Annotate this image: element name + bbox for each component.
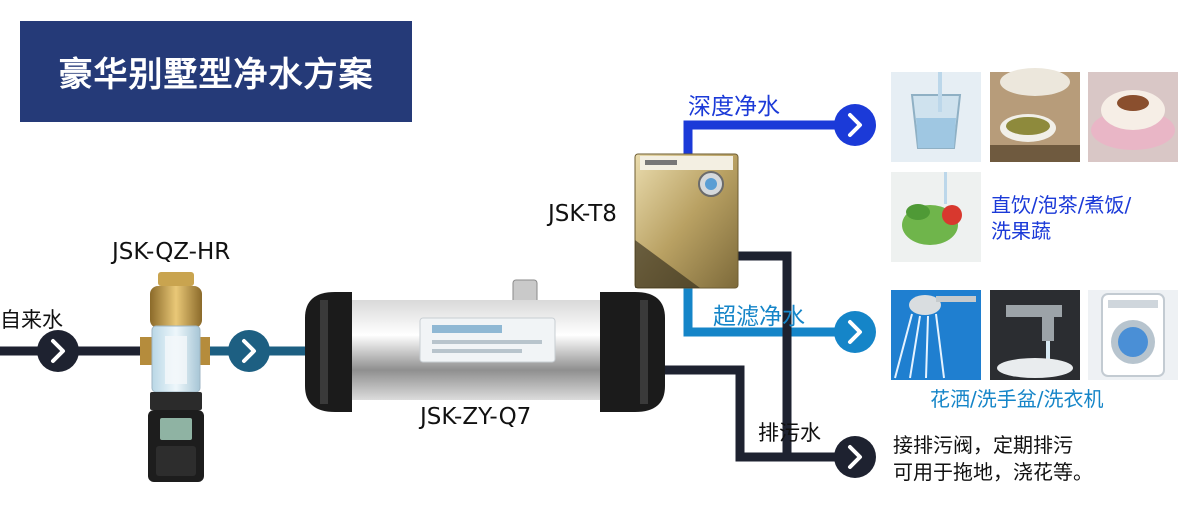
drain-arrow-icon <box>834 436 876 478</box>
ultrafiltration-arrow-icon <box>834 311 876 353</box>
central-model-label: JSK-ZY-Q7 <box>420 404 532 430</box>
ultrafiltration-label: 超滤净水 <box>713 304 805 330</box>
t8-purifier-device <box>634 153 739 289</box>
flow-arrow-icon <box>228 330 270 372</box>
deep-water-arrow-icon <box>834 104 876 146</box>
ultrafiltration-uses: 花洒/洗手盆/洗衣机 <box>930 387 1104 411</box>
photo-rice-bowl <box>1088 72 1178 162</box>
photo-water-glass <box>891 72 981 162</box>
photo-washing-machine <box>1088 290 1178 380</box>
photo-shower-head <box>891 290 981 380</box>
prefilter-model-label: JSK-QZ-HR <box>112 239 231 265</box>
purifier-drain-pipe <box>737 251 792 457</box>
photo-faucet-basin <box>990 290 1080 380</box>
prefilter-device <box>140 272 210 482</box>
deep-water-label: 深度净水 <box>688 94 780 120</box>
deep-water-uses-line1: 直饮/泡茶/煮饭/ <box>991 193 1132 217</box>
drain-note-line2: 可用于拖地，浇花等。 <box>893 460 1093 484</box>
purifier-model-label: JSK-T8 <box>548 201 617 227</box>
central-drain-pipe <box>662 365 855 462</box>
deep-water-uses-line2: 洗果蔬 <box>991 219 1051 243</box>
inlet-label: 自来水 <box>0 308 63 332</box>
drain-note-line1: 接排污阀，定期排污 <box>893 433 1073 457</box>
deep-water-pipe <box>683 120 855 160</box>
central-purifier-device <box>305 279 665 412</box>
photo-tea-cup <box>990 68 1080 162</box>
photo-washing-vegetables <box>891 172 981 262</box>
inlet-arrow-icon <box>37 330 79 372</box>
drain-note: 接排污阀，定期排污 可用于拖地，浇花等。 <box>893 432 1093 486</box>
drain-label: 排污水 <box>758 421 821 445</box>
page-title: 豪华别墅型净水方案 <box>20 21 412 122</box>
ultrafiltration-pipe <box>683 285 855 337</box>
deep-water-uses: 直饮/泡茶/煮饭/ 洗果蔬 <box>991 192 1131 244</box>
